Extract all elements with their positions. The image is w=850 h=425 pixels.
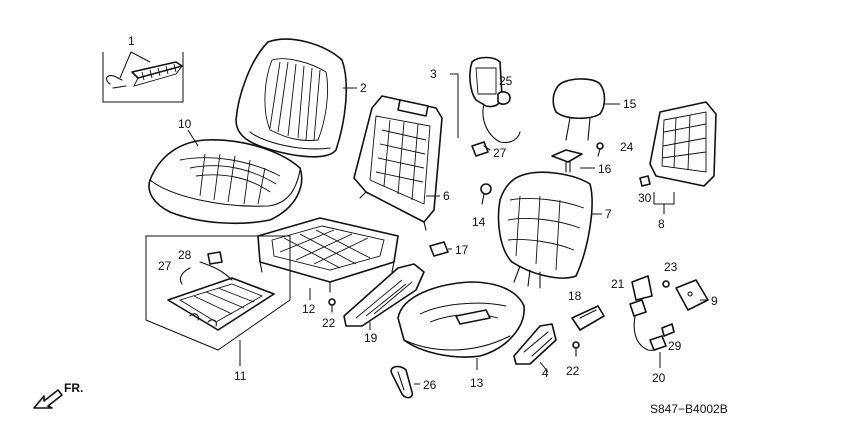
callout-8: 8 xyxy=(658,217,665,231)
callout-17: 17 xyxy=(455,243,469,257)
callout-21: 21 xyxy=(611,277,625,291)
callout-24: 24 xyxy=(620,140,634,154)
callout-10: 10 xyxy=(178,117,192,131)
callout-6: 6 xyxy=(443,189,450,203)
part-9-control-unit xyxy=(675,279,709,311)
part-14-grommet xyxy=(480,183,492,205)
part-4-rail-bracket xyxy=(513,323,557,365)
callout-29: 29 xyxy=(668,339,682,353)
callout-18: 18 xyxy=(568,289,582,303)
part-6-seatback-frame xyxy=(353,95,443,231)
callout-11: 11 xyxy=(234,369,247,383)
callout-25: 25 xyxy=(499,74,513,88)
callout-20: 20 xyxy=(652,371,666,385)
callout-22-right: 22 xyxy=(566,364,580,378)
callout-2: 2 xyxy=(360,81,367,95)
part-26-belt-clip xyxy=(390,365,414,399)
callout-3: 3 xyxy=(430,67,437,81)
part-8-seatback-panel xyxy=(649,101,717,214)
callout-22-left: 22 xyxy=(322,316,336,330)
part-22-screw-right xyxy=(572,341,580,357)
callout-28: 28 xyxy=(178,248,192,262)
part-7-seatback-pad xyxy=(497,171,593,289)
part-24-screw xyxy=(596,142,604,157)
callout-15: 15 xyxy=(623,97,637,111)
callout-14: 14 xyxy=(472,215,486,229)
part-10-seat-cushion-cover xyxy=(148,138,303,225)
callout-27-lower: 27 xyxy=(158,259,172,273)
callout-13: 13 xyxy=(470,376,484,390)
part-23-screw xyxy=(662,280,670,288)
part-20-wire-harness xyxy=(629,299,667,368)
callout-19: 19 xyxy=(364,331,378,345)
direction-label: FR. xyxy=(64,381,83,395)
callout-27-upper: 27 xyxy=(493,146,507,160)
part-30-clip xyxy=(639,175,651,187)
part-11-seat-heater xyxy=(145,235,291,351)
callout-1: 1 xyxy=(128,34,135,48)
part-18-connector-holder xyxy=(571,305,605,331)
part-21-switch xyxy=(631,275,653,301)
part-13-seat-cushion-pad xyxy=(397,281,525,358)
front-direction-arrow xyxy=(33,389,63,409)
callout-7: 7 xyxy=(605,207,612,221)
callout-16: 16 xyxy=(598,162,612,176)
part-3-side-airbag xyxy=(450,56,521,144)
part-12-seat-cushion-frame xyxy=(257,217,399,293)
callout-26: 26 xyxy=(423,378,437,392)
callout-9: 9 xyxy=(711,294,718,308)
part-22-screw-left xyxy=(328,298,336,313)
part-2-seatback-cover xyxy=(235,38,348,158)
part-29-clip xyxy=(661,323,675,337)
part-1-clips xyxy=(102,51,184,103)
callout-30: 30 xyxy=(638,191,652,205)
callout-12: 12 xyxy=(302,302,316,316)
part-16-headrest-guide xyxy=(551,149,583,173)
callout-23: 23 xyxy=(664,260,678,274)
diagram-code: S847−B4002B xyxy=(650,402,728,416)
part-15-headrest xyxy=(552,78,606,141)
part-27-harness-connector xyxy=(471,141,491,157)
callout-4: 4 xyxy=(542,366,549,380)
part-19-side-trim xyxy=(343,263,425,327)
part-17-bracket xyxy=(429,241,449,257)
